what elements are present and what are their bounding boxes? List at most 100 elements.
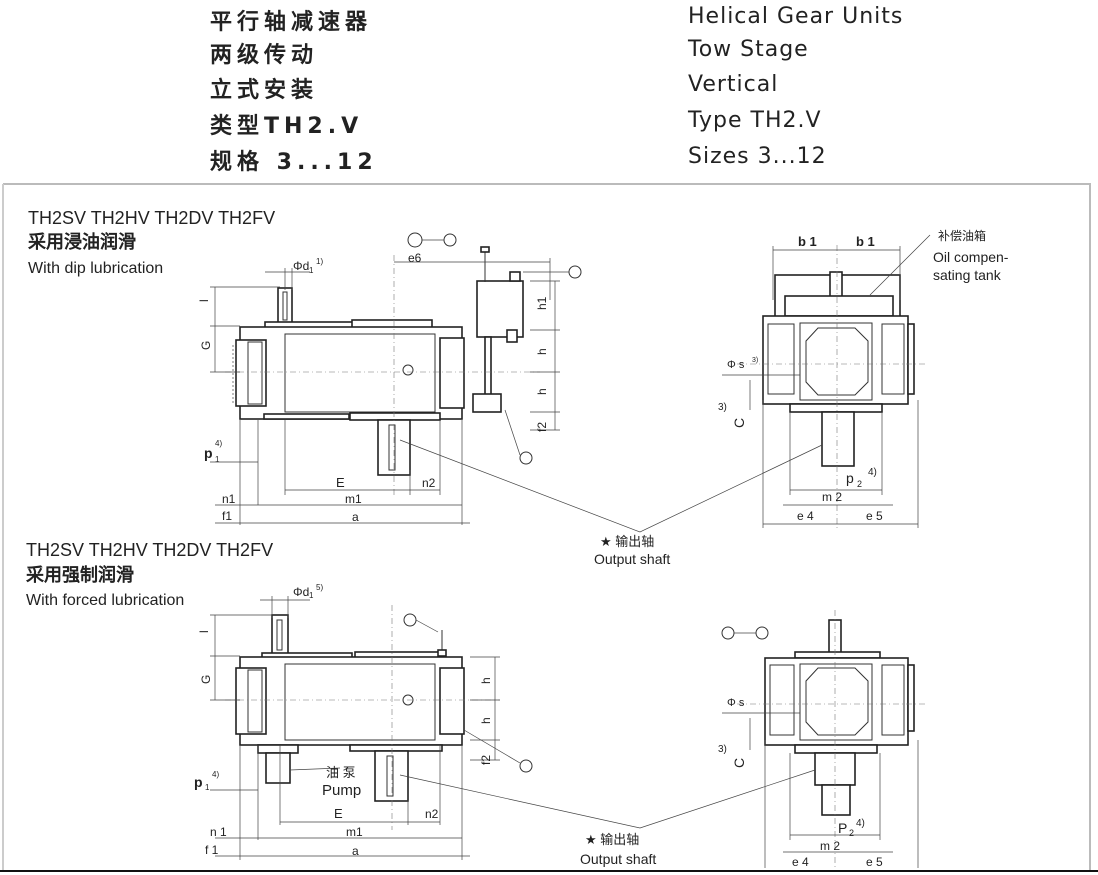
title-en-2: Tow Stage xyxy=(688,37,809,62)
svg-text:★ 输出轴: ★ 输出轴 xyxy=(585,832,639,847)
output-shaft-callout-1: ★ 输出轴 Output shaft xyxy=(399,439,823,567)
svg-text:b 1: b 1 xyxy=(798,234,817,249)
svg-text:4): 4) xyxy=(212,770,219,779)
svg-text:e 5: e 5 xyxy=(866,509,883,523)
side-view-forced: Φ s 3) C P 2 4) m 2 e 4 e 5 xyxy=(718,610,925,869)
oil-fill-icon xyxy=(568,265,582,279)
breather-icon xyxy=(443,233,457,247)
svg-text:b 1: b 1 xyxy=(856,234,875,249)
oil-drain-icon xyxy=(519,451,533,465)
svg-text:m 2: m 2 xyxy=(820,839,840,853)
title-cn-2: 两级传动 xyxy=(210,43,319,68)
svg-text:l: l xyxy=(197,630,211,633)
svg-text:E: E xyxy=(336,475,345,490)
svg-text:4): 4) xyxy=(215,439,222,448)
svg-text:1: 1 xyxy=(309,591,314,600)
title-en-3: Vertical xyxy=(688,72,779,97)
svg-text:★ 输出轴: ★ 输出轴 xyxy=(600,534,654,549)
section-dip-header: TH2SV TH2HV TH2DV TH2FV 采用浸油润滑 With dip … xyxy=(27,208,275,277)
svg-text:sating tank: sating tank xyxy=(933,267,1002,283)
svg-text:采用强制润滑: 采用强制润滑 xyxy=(25,564,134,585)
title-cn-5: 规格 3...12 xyxy=(210,150,378,175)
svg-text:TH2SV TH2HV TH2DV TH2FV: TH2SV TH2HV TH2DV TH2FV xyxy=(26,540,273,560)
svg-text:G: G xyxy=(199,341,213,350)
svg-text:n2: n2 xyxy=(425,807,439,821)
breather-icon xyxy=(755,626,769,640)
svg-text:m 2: m 2 xyxy=(822,490,842,504)
svg-text:Output shaft: Output shaft xyxy=(594,551,670,567)
svg-text:With dip lubrication: With dip lubrication xyxy=(28,260,163,277)
title-cn-4: 类型TH2.V xyxy=(210,114,364,139)
svg-text:补偿油箱: 补偿油箱 xyxy=(938,228,986,243)
svg-text:1: 1 xyxy=(309,266,314,275)
svg-text:m1: m1 xyxy=(345,492,362,506)
output-shaft xyxy=(374,750,409,802)
svg-text:3): 3) xyxy=(718,744,727,755)
svg-text:n2: n2 xyxy=(422,476,436,490)
svg-text:h1: h1 xyxy=(535,296,549,310)
svg-text:3): 3) xyxy=(752,357,758,364)
svg-text:2: 2 xyxy=(849,828,854,838)
output-shaft-callout-2: ★ 输出轴 Output shaft xyxy=(399,769,816,867)
svg-text:f2: f2 xyxy=(479,755,493,765)
side-housing xyxy=(764,657,909,746)
oil-pump xyxy=(265,752,291,784)
level-gauge-icon xyxy=(407,232,423,248)
svg-text:Φ s: Φ s xyxy=(727,359,745,371)
section-forced-header: TH2SV TH2HV TH2DV TH2FV 采用强制润滑 With forc… xyxy=(25,540,273,609)
svg-text:Oil compen-: Oil compen- xyxy=(933,249,1009,265)
svg-text:2: 2 xyxy=(857,479,862,489)
svg-text:p: p xyxy=(204,445,213,461)
svg-text:G: G xyxy=(199,675,213,684)
svg-text:C: C xyxy=(731,418,747,428)
svg-text:Φd: Φd xyxy=(293,585,309,599)
svg-text:f2: f2 xyxy=(535,422,549,432)
oil-drain-icon xyxy=(519,759,533,773)
svg-text:1): 1) xyxy=(316,257,323,266)
svg-text:1: 1 xyxy=(215,455,220,464)
gearbox-housing xyxy=(239,326,463,420)
svg-text:p: p xyxy=(846,470,854,486)
svg-text:l: l xyxy=(197,299,211,302)
input-shaft xyxy=(271,614,289,658)
svg-text:TH2SV TH2HV TH2DV TH2FV: TH2SV TH2HV TH2DV TH2FV xyxy=(28,208,275,228)
svg-text:e 4: e 4 xyxy=(792,855,809,869)
title-en-4: Type TH2.V xyxy=(688,108,822,133)
svg-text:e 5: e 5 xyxy=(866,855,883,869)
svg-text:5): 5) xyxy=(316,583,323,592)
svg-text:e6: e6 xyxy=(408,251,422,265)
svg-text:C: C xyxy=(731,758,747,768)
gearbox-housing xyxy=(239,656,463,746)
frame-border xyxy=(3,183,1091,871)
level-gauge-icon xyxy=(721,626,735,640)
svg-text:Φd: Φd xyxy=(293,259,309,273)
svg-text:h: h xyxy=(535,388,549,395)
svg-text:E: E xyxy=(334,806,343,821)
svg-text:h: h xyxy=(535,348,549,355)
svg-text:1: 1 xyxy=(205,783,210,792)
svg-text:Φ s: Φ s xyxy=(727,697,745,709)
svg-text:采用浸油润滑: 采用浸油润滑 xyxy=(27,231,136,252)
front-view-dip: Φd 1 1) e6 l G h1 h h f2 p 1 4) E n2 n1 … xyxy=(197,232,582,525)
svg-text:m1: m1 xyxy=(346,825,363,839)
svg-text:a: a xyxy=(352,510,359,524)
svg-text:h: h xyxy=(479,677,493,684)
svg-text:3): 3) xyxy=(718,402,727,413)
title-cn-3: 立式安装 xyxy=(210,78,319,103)
title-cn-1: 平行轴减速器 xyxy=(210,10,373,35)
svg-text:P: P xyxy=(838,820,847,836)
svg-text:f 1: f 1 xyxy=(205,843,219,857)
svg-text:Output shaft: Output shaft xyxy=(580,851,656,867)
svg-text:4): 4) xyxy=(868,467,877,478)
svg-text:f1: f1 xyxy=(222,509,232,523)
side-view-dip: b 1 b 1 Φ s 3) 3) C p 2 4) m 2 e 4 e 5 补… xyxy=(718,228,1009,528)
title-en-1: Helical Gear Units xyxy=(688,4,904,29)
title-en-5: Sizes 3...12 xyxy=(688,144,827,169)
svg-text:h: h xyxy=(479,717,493,724)
side-housing xyxy=(762,315,909,405)
front-view-forced: Φd 1 5) l G h h f2 油 泵 Pump p 1 4) E n2 … xyxy=(194,583,533,860)
svg-text:n1: n1 xyxy=(222,492,236,506)
svg-text:4): 4) xyxy=(856,818,865,829)
svg-text:油 泵: 油 泵 xyxy=(326,765,356,780)
